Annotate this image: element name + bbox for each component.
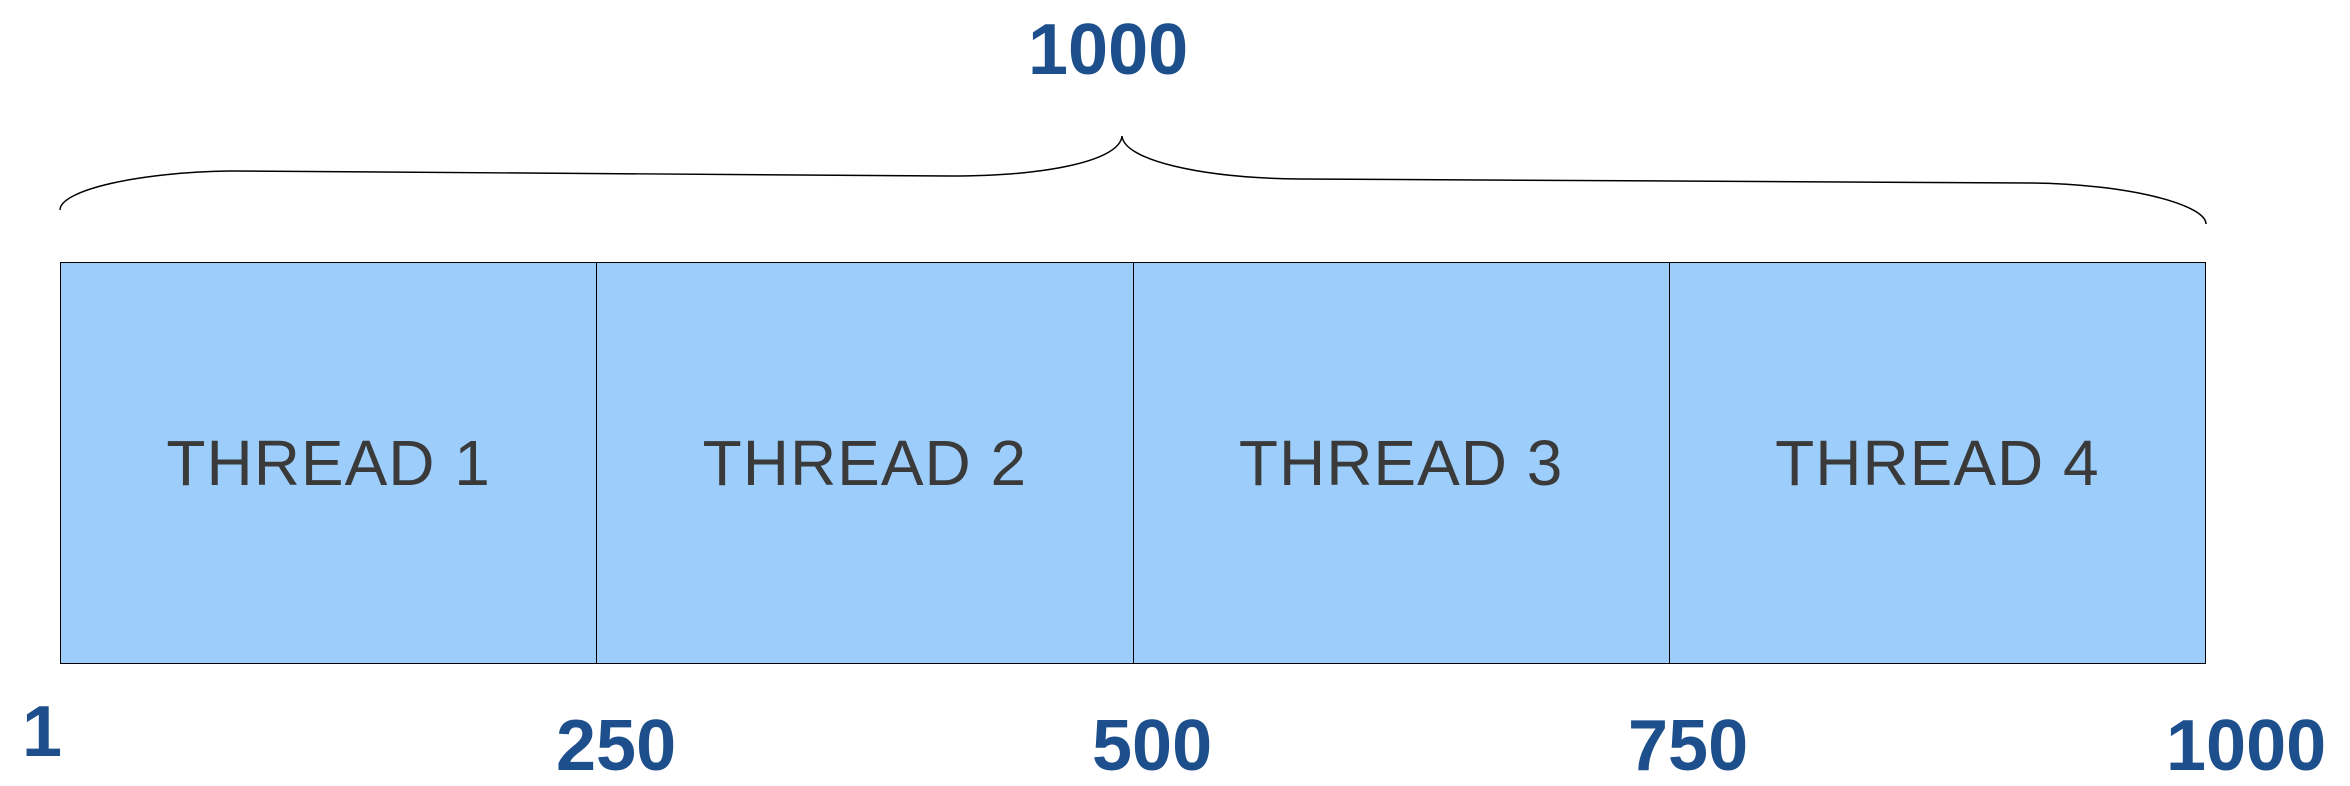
tick-label-1000: 1000 [2166,706,2327,786]
tick-label-750: 750 [1628,706,1749,786]
tick-label-500: 500 [1092,706,1213,786]
total-count-label: 1000 [1028,10,1189,90]
thread-block-2: THREAD 2 [597,263,1134,663]
thread-label: THREAD 4 [1775,427,2100,499]
thread-label: THREAD 1 [166,427,491,499]
thread-block-4: THREAD 4 [1669,263,2205,663]
thread-label: THREAD 3 [1238,427,1564,499]
thread-label: THREAD 2 [702,427,1028,499]
range-brace [59,135,2207,225]
thread-block-1: THREAD 1 [61,263,598,663]
tick-label-1: 1 [22,692,63,772]
thread-block-3: THREAD 3 [1133,263,1670,663]
thread-partition-bar: THREAD 1 THREAD 2 THREAD 3 THREAD 4 [60,262,2206,664]
range-brace-path [59,135,2207,225]
tick-label-250: 250 [556,706,677,786]
